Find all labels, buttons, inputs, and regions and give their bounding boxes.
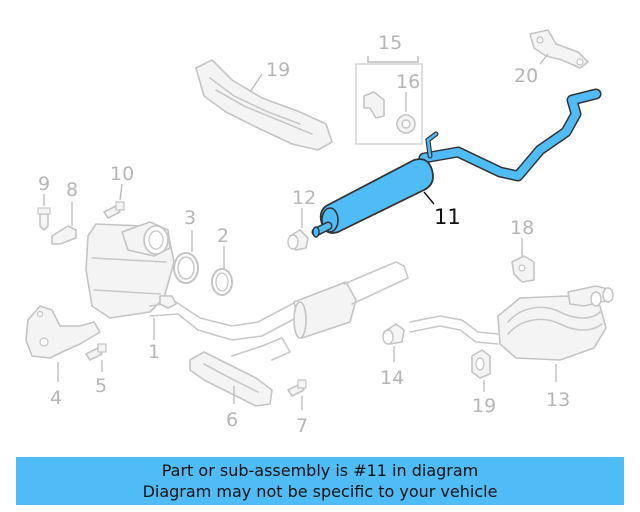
label-5: 5 — [95, 375, 107, 397]
part-20-bracket[interactable] — [529, 29, 589, 69]
label-18: 19 — [472, 395, 496, 417]
info-banner: Part or sub-assembly is #11 in diagram D… — [16, 457, 624, 505]
label-9: 9 — [38, 173, 50, 195]
label-2: 2 — [217, 225, 229, 247]
label-13: 13 — [546, 389, 570, 411]
part-3-gasket[interactable] — [173, 252, 199, 284]
part-15-16-inset: 15 16 — [355, 32, 423, 145]
part-12-clamp[interactable] — [287, 229, 309, 251]
label-10: 10 — [110, 163, 134, 185]
label-7: 7 — [296, 415, 308, 437]
banner-line-part: Part or sub-assembly is #11 in diagram — [161, 461, 479, 480]
part-9-bolt[interactable] — [37, 207, 51, 231]
label-1: 1 — [148, 341, 160, 363]
part-19-heat-shield[interactable] — [195, 59, 333, 151]
label-12: 12 — [292, 187, 316, 209]
exhaust-parts-diagram: 19 15 16 20 11 12 — [25, 29, 614, 437]
label-17: 18 — [510, 217, 534, 239]
part-10-bolt[interactable] — [103, 201, 125, 219]
label-15: 15 — [378, 32, 402, 54]
part-18-rubber-hanger[interactable] — [471, 349, 491, 379]
part-13-rear-muffler[interactable] — [409, 285, 614, 361]
label-4: 4 — [50, 387, 62, 409]
label-3: 3 — [184, 207, 196, 229]
part-11-intermediate-pipe-highlighted[interactable] — [311, 88, 602, 238]
part-2-ring[interactable] — [211, 268, 233, 296]
label-8: 8 — [66, 179, 78, 201]
banner-line-disclaimer: Diagram may not be specific to your vehi… — [142, 482, 498, 501]
part-1-front-pipe-converter[interactable] — [85, 221, 409, 361]
label-16: 16 — [396, 71, 420, 93]
part-8-bracket[interactable] — [51, 225, 77, 245]
part-14-clamp[interactable] — [382, 323, 405, 345]
label-20: 20 — [514, 65, 538, 87]
label-14: 14 — [380, 367, 404, 389]
leader-11 — [423, 191, 435, 205]
part-5-bolt[interactable] — [85, 343, 107, 361]
label-11: 11 — [434, 205, 461, 229]
part-7-bolt[interactable] — [287, 379, 307, 397]
part-17-hanger[interactable] — [511, 255, 535, 283]
part-4-bracket[interactable] — [25, 305, 101, 359]
label-6: 6 — [226, 409, 238, 431]
label-19: 19 — [266, 59, 290, 81]
part-6-heat-shield[interactable] — [189, 351, 273, 407]
